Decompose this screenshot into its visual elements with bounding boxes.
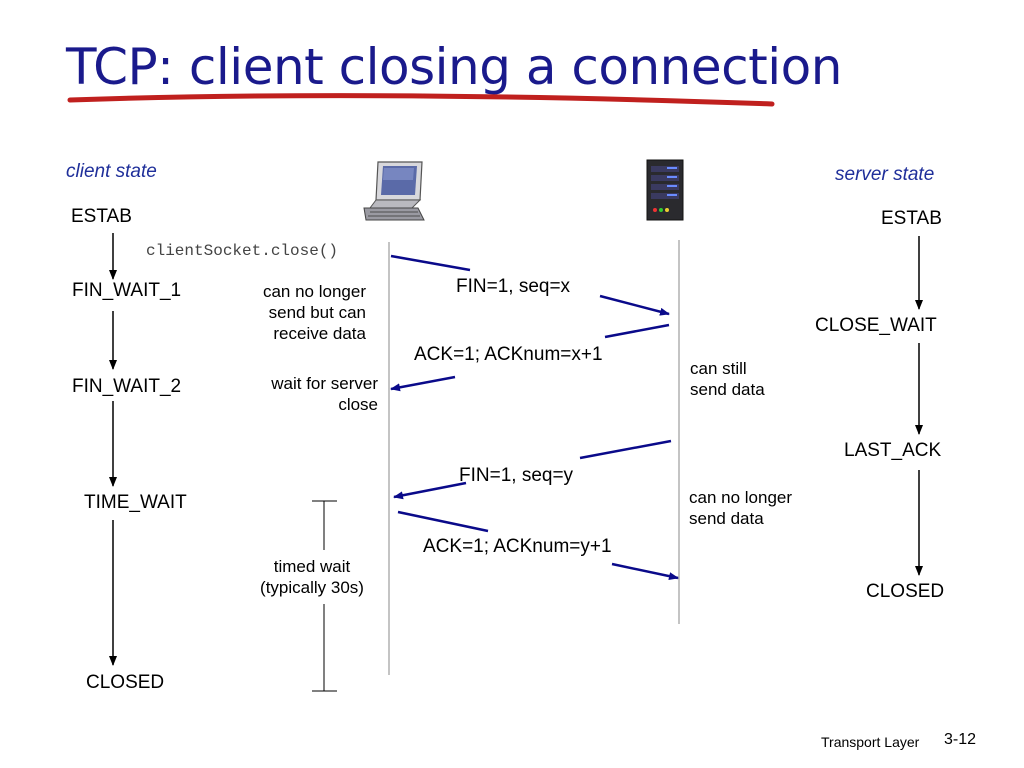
client-state-fin-wait-1: FIN_WAIT_1 — [72, 280, 182, 301]
fin-wait-1-note: can no longer send but can receive data — [236, 281, 366, 344]
note-line: send but can — [268, 303, 366, 322]
ack-y-label: ACK=1; ACKnum=y+1 — [423, 536, 612, 557]
server-state-heading: server state — [835, 164, 935, 185]
footer-page-number: 3-12 — [944, 731, 977, 748]
note-line: can still — [690, 359, 747, 378]
note-line: wait for server — [271, 374, 378, 393]
fin-y-arrow-segment — [579, 439, 672, 460]
server-state-last-ack: LAST_ACK — [844, 440, 942, 461]
ack-x-label: ACK=1; ACKnum=x+1 — [414, 344, 603, 365]
note-line: (typically 30s) — [260, 578, 364, 597]
fin-y-label: FIN=1, seq=y — [459, 465, 574, 486]
fin-y-arrow-head — [393, 481, 467, 500]
close-wait-note: can still send data — [690, 358, 765, 400]
timed-wait-note: timed wait (typically 30s) — [248, 556, 376, 598]
fin-wait-2-note: wait for server close — [236, 373, 378, 415]
fin-x-label: FIN=1, seq=x — [456, 276, 571, 297]
laptop-computer-icon — [363, 161, 425, 221]
note-line: can no longer — [689, 488, 793, 507]
timed-wait-bracket — [312, 500, 337, 692]
client-state-closed: CLOSED — [86, 672, 165, 693]
server-state-estab: ESTAB — [881, 208, 942, 229]
ack-y-arrow-head — [611, 562, 679, 581]
client-state-heading: client state — [66, 161, 157, 182]
client-state-fin-wait-2: FIN_WAIT_2 — [72, 376, 182, 397]
server-tower-icon — [646, 159, 684, 221]
client-state-time-wait: TIME_WAIT — [84, 492, 187, 513]
last-ack-note: can no longer send data — [689, 487, 792, 529]
note-line: timed wait — [273, 557, 351, 576]
note-line: receive data — [273, 324, 366, 343]
note-line: can no longer — [262, 282, 366, 301]
note-line: send data — [689, 509, 764, 528]
note-line: send data — [690, 380, 765, 399]
page-title: TCP: client closing a connection — [66, 38, 842, 96]
fin-x-arrow-segment — [390, 254, 471, 272]
server-state-close-wait: CLOSE_WAIT — [815, 315, 937, 336]
note-line: close — [338, 395, 378, 414]
ack-x-arrow-segment — [604, 323, 670, 339]
close-call-label: clientSocket.close() — [146, 242, 339, 260]
ack-x-arrow-head — [390, 375, 456, 392]
ack-y-arrow-segment — [397, 510, 489, 533]
footer-section-label: Transport Layer — [821, 734, 920, 750]
fin-x-arrow-head — [599, 294, 670, 316]
server-state-closed: CLOSED — [866, 581, 945, 602]
client-state-estab: ESTAB — [71, 206, 132, 227]
